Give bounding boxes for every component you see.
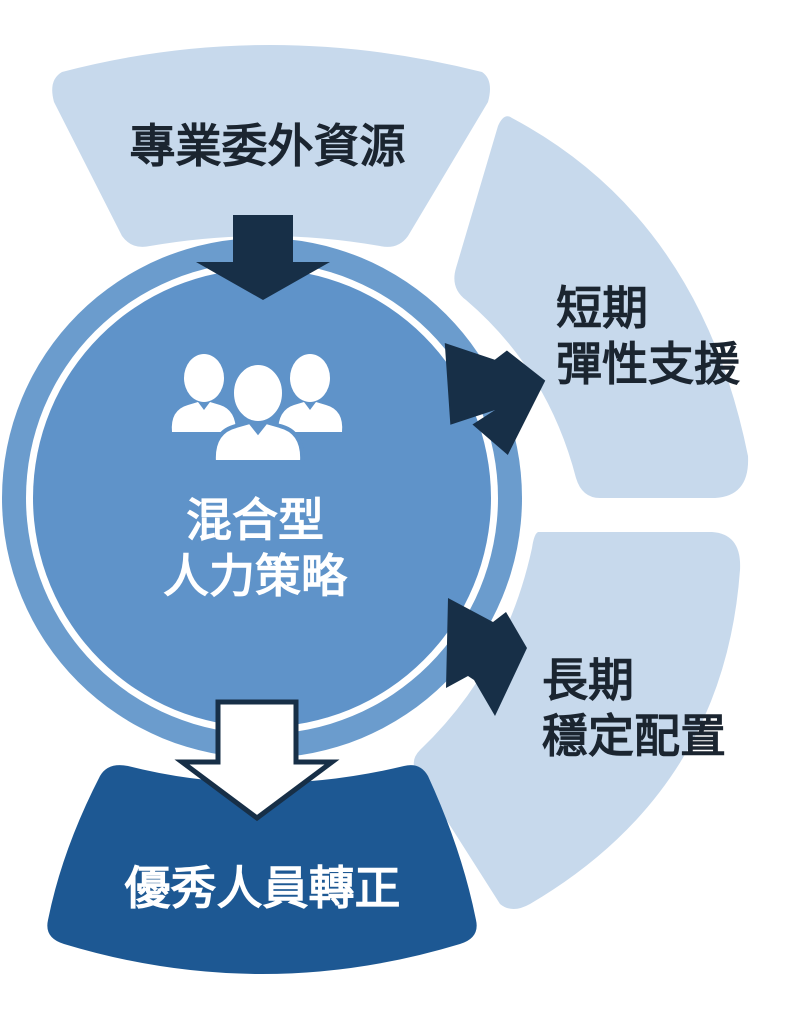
segment-top (52, 45, 490, 247)
top-segment-text: 專業委外資源 (129, 119, 406, 173)
long-term-label: 長期 穩定配置 (542, 652, 726, 764)
arrow-long-term (446, 598, 527, 716)
people-group-icon (171, 354, 343, 464)
long-term-line1: 長期 (542, 653, 634, 707)
outcome-label: 優秀人員轉正 (55, 860, 470, 916)
center-line2: 人力策略 (163, 549, 347, 604)
segment-outcome (47, 765, 477, 974)
arrow-short-term (444, 342, 546, 455)
short-term-label: 短期 彈性支援 (556, 280, 740, 392)
short-term-line2: 彈性支援 (556, 337, 740, 392)
center-label: 混合型 人力策略 (120, 492, 390, 604)
center-line1: 混合型 (186, 493, 324, 547)
segment-long-term (413, 532, 741, 909)
arrow-down-hollow (174, 699, 340, 822)
segment-short-term (454, 116, 749, 498)
long-term-line2: 穩定配置 (542, 709, 726, 764)
arrow-down-dark (196, 215, 330, 300)
center-circle (33, 269, 491, 727)
top-segment-label: 專業委外資源 (0, 118, 535, 174)
outcome-text: 優秀人員轉正 (124, 861, 401, 915)
short-term-line1: 短期 (556, 281, 648, 335)
